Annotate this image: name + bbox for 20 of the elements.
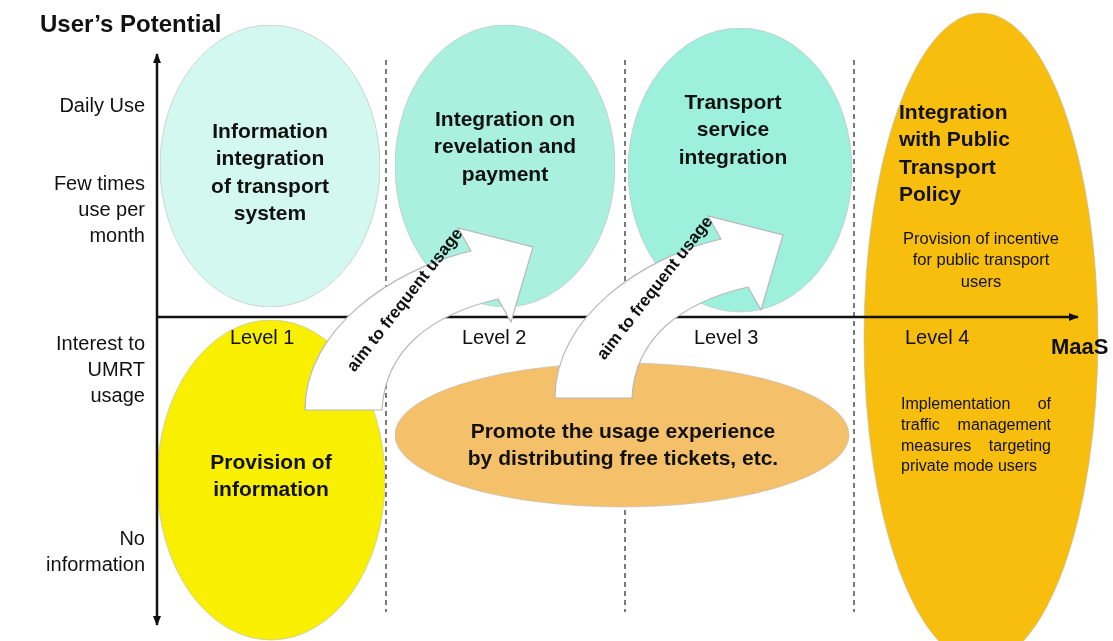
node-title: Promote the usage experience by distributing free tickets, etc. xyxy=(466,418,780,472)
node-title: Integration with Public Transport Policy xyxy=(899,99,1011,207)
node-title: Provision of information xyxy=(209,449,333,503)
node-title: Transport service integration xyxy=(677,89,789,170)
node-text: Implementation of traffic management measures targeting private mode users xyxy=(901,394,1051,477)
axis-title: User’s Potential xyxy=(40,9,223,39)
node-title: Information integration of transport system xyxy=(210,118,330,226)
level-label: Level 4 xyxy=(905,325,971,350)
node-title: Integration on revelation and payment xyxy=(432,106,578,187)
node-text: Provision of incentive for public transport users xyxy=(902,228,1060,292)
curved-block-arrow xyxy=(554,215,784,399)
ellipse-node xyxy=(395,362,850,508)
level-label: Level 3 xyxy=(694,325,760,350)
axis-level-label: Interest to UMRT usage xyxy=(55,331,145,408)
curved-block-arrow xyxy=(304,227,534,411)
axis-level-label: No information xyxy=(45,526,145,577)
level-label: Level 2 xyxy=(462,325,528,350)
level-label: Level 1 xyxy=(230,325,296,350)
axis-level-label: Daily Use xyxy=(58,93,145,118)
axis-level-label: Few times use per month xyxy=(52,171,145,248)
